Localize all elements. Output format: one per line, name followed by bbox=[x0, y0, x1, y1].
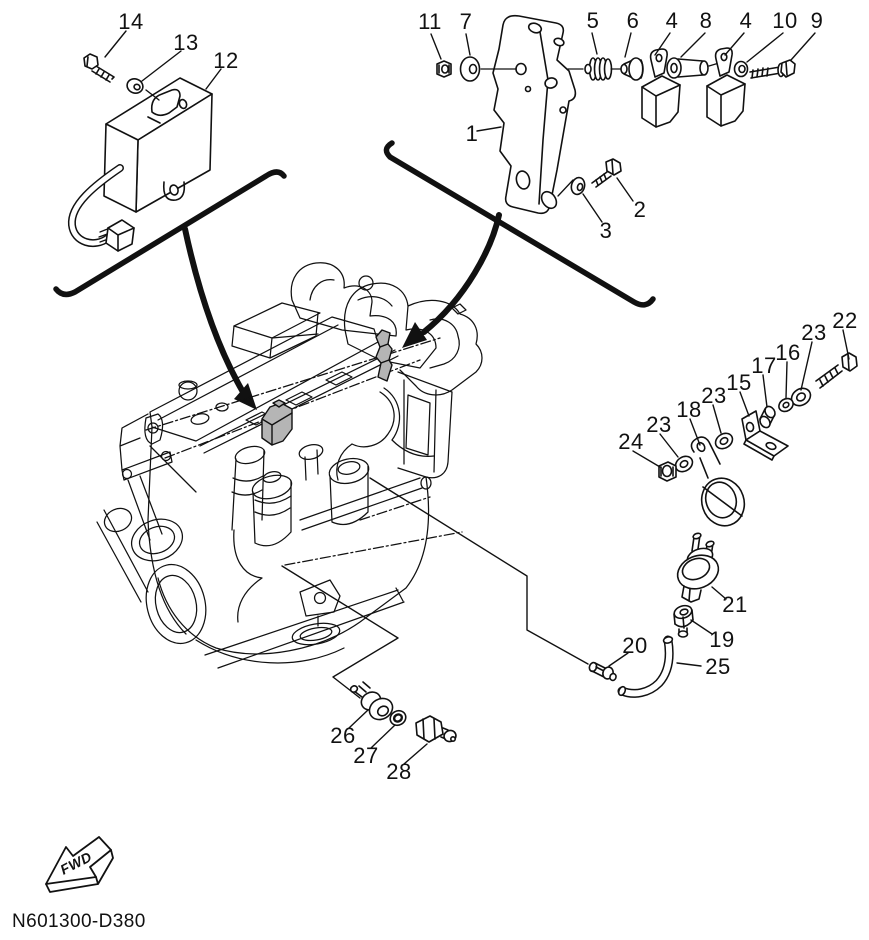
ecu-leaders bbox=[104, 30, 222, 101]
sensor-group bbox=[588, 532, 727, 698]
callout-12: 12 bbox=[213, 48, 239, 73]
bracket-15 bbox=[741, 410, 789, 461]
callout-6: 6 bbox=[626, 8, 640, 33]
bolt-9 bbox=[749, 59, 796, 79]
callout-9: 9 bbox=[810, 8, 824, 33]
callout-10: 10 bbox=[772, 8, 798, 33]
callout-27: 27 bbox=[353, 743, 379, 768]
nipple-20 bbox=[588, 661, 617, 682]
locator-arrows bbox=[182, 212, 502, 410]
bolt-14 bbox=[83, 53, 115, 83]
callout-21: 21 bbox=[722, 592, 748, 617]
ecu-cable bbox=[67, 164, 135, 252]
highlight-mount-right bbox=[375, 329, 393, 382]
callout-1: 1 bbox=[465, 121, 479, 146]
ecu-detail bbox=[67, 30, 222, 252]
relay-4a bbox=[641, 48, 681, 128]
bolt-22 bbox=[815, 352, 858, 389]
hose-25 bbox=[617, 635, 674, 698]
relay-4b bbox=[706, 47, 746, 127]
washer-27 bbox=[389, 709, 407, 727]
callout-5: 5 bbox=[586, 8, 600, 33]
clamp-cluster bbox=[632, 329, 858, 527]
callout-15: 15 bbox=[726, 370, 752, 395]
bottom-fittings bbox=[348, 681, 457, 765]
callout-17: 17 bbox=[751, 353, 777, 378]
fitting-26 bbox=[349, 681, 394, 721]
bolt-2 bbox=[591, 158, 622, 188]
callout-18: 18 bbox=[676, 397, 702, 422]
bracket-1 bbox=[492, 14, 577, 215]
collar-8 bbox=[666, 57, 720, 79]
callout-7: 7 bbox=[459, 9, 473, 34]
callout-16: 16 bbox=[775, 340, 801, 365]
callout-25: 25 bbox=[705, 654, 731, 679]
bracket-detail bbox=[430, 14, 816, 223]
callout-4: 4 bbox=[739, 8, 753, 33]
callout-2: 2 bbox=[633, 197, 647, 222]
callout-20: 20 bbox=[622, 633, 648, 658]
callout-3: 3 bbox=[599, 218, 613, 243]
callout-19: 19 bbox=[709, 627, 735, 652]
callout-13: 13 bbox=[173, 30, 199, 55]
callout-14: 14 bbox=[118, 9, 144, 34]
engine-illustration bbox=[96, 262, 483, 669]
callout-4: 4 bbox=[665, 8, 679, 33]
washer-23b bbox=[714, 432, 734, 450]
control-unit-12 bbox=[103, 77, 213, 213]
collar-17 bbox=[759, 405, 776, 429]
nut-24 bbox=[658, 461, 677, 482]
callout-11: 11 bbox=[418, 9, 442, 34]
grommet-5 bbox=[567, 57, 623, 81]
callout-26: 26 bbox=[330, 723, 356, 748]
diagram-code: N601300-D380 bbox=[12, 911, 146, 932]
pressure-sensor-21 bbox=[676, 532, 720, 603]
callout-23: 23 bbox=[701, 383, 727, 408]
bottom-leaders bbox=[348, 709, 428, 765]
fitting-19 bbox=[673, 604, 694, 638]
sensor-leaders bbox=[608, 586, 727, 667]
callout-24: 24 bbox=[618, 429, 644, 454]
clamp-18 bbox=[690, 436, 746, 527]
cluster-leaders bbox=[632, 329, 850, 468]
callout-23: 23 bbox=[801, 320, 827, 345]
washer-7 bbox=[459, 56, 517, 82]
callout-28: 28 bbox=[386, 759, 412, 784]
nut-11 bbox=[436, 60, 452, 78]
switch-28 bbox=[415, 715, 457, 743]
highlight-mount-center bbox=[261, 399, 293, 446]
fwd-arrow-icon bbox=[45, 836, 114, 893]
divider-lines bbox=[53, 140, 656, 308]
callout-22: 22 bbox=[832, 308, 858, 333]
bracket-leaders bbox=[430, 32, 816, 223]
callout-23: 23 bbox=[646, 412, 672, 437]
callout-8: 8 bbox=[699, 8, 713, 33]
collar-6 bbox=[620, 57, 644, 81]
washer-16 bbox=[778, 397, 794, 413]
washer-13 bbox=[126, 78, 144, 94]
engine-part-leaders bbox=[281, 477, 589, 699]
washer-3 bbox=[557, 176, 586, 197]
washer-10 bbox=[733, 60, 749, 78]
washer-23c bbox=[674, 455, 694, 473]
